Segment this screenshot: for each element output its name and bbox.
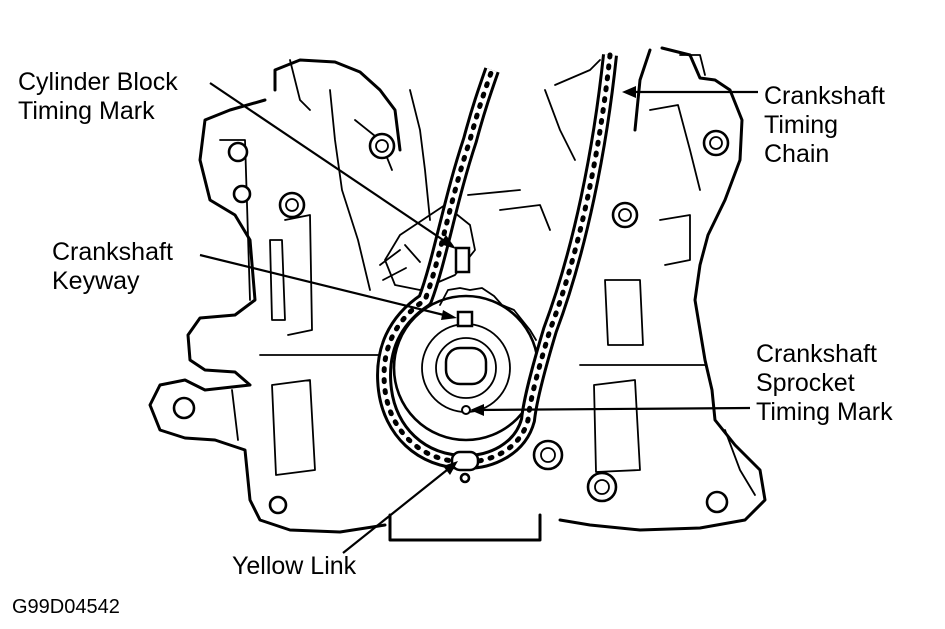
- label-cylinder-block-timing-mark: Cylinder Block Timing Mark: [18, 68, 178, 125]
- crankshaft-timing-chain: [376, 52, 618, 470]
- crankshaft-keyway: [456, 310, 474, 328]
- yellow-link: [450, 450, 480, 472]
- label-crankshaft-timing-chain: Crankshaft Timing Chain: [764, 82, 885, 168]
- cylinder-block-timing-mark: [454, 246, 471, 274]
- crankshaft-sprocket-timing-mark: [461, 405, 471, 415]
- leader-lines: [199, 82, 758, 554]
- figure-code: G99D04542: [12, 596, 120, 618]
- label-yellow-link: Yellow Link: [232, 552, 357, 580]
- label-crankshaft-keyway: Crankshaft Keyway: [52, 238, 173, 295]
- crankshaft-sprocket: [392, 287, 540, 442]
- label-crankshaft-sprocket-timing-mark: Crankshaft Sprocket Timing Mark: [756, 340, 893, 426]
- block-bolts: [172, 129, 730, 515]
